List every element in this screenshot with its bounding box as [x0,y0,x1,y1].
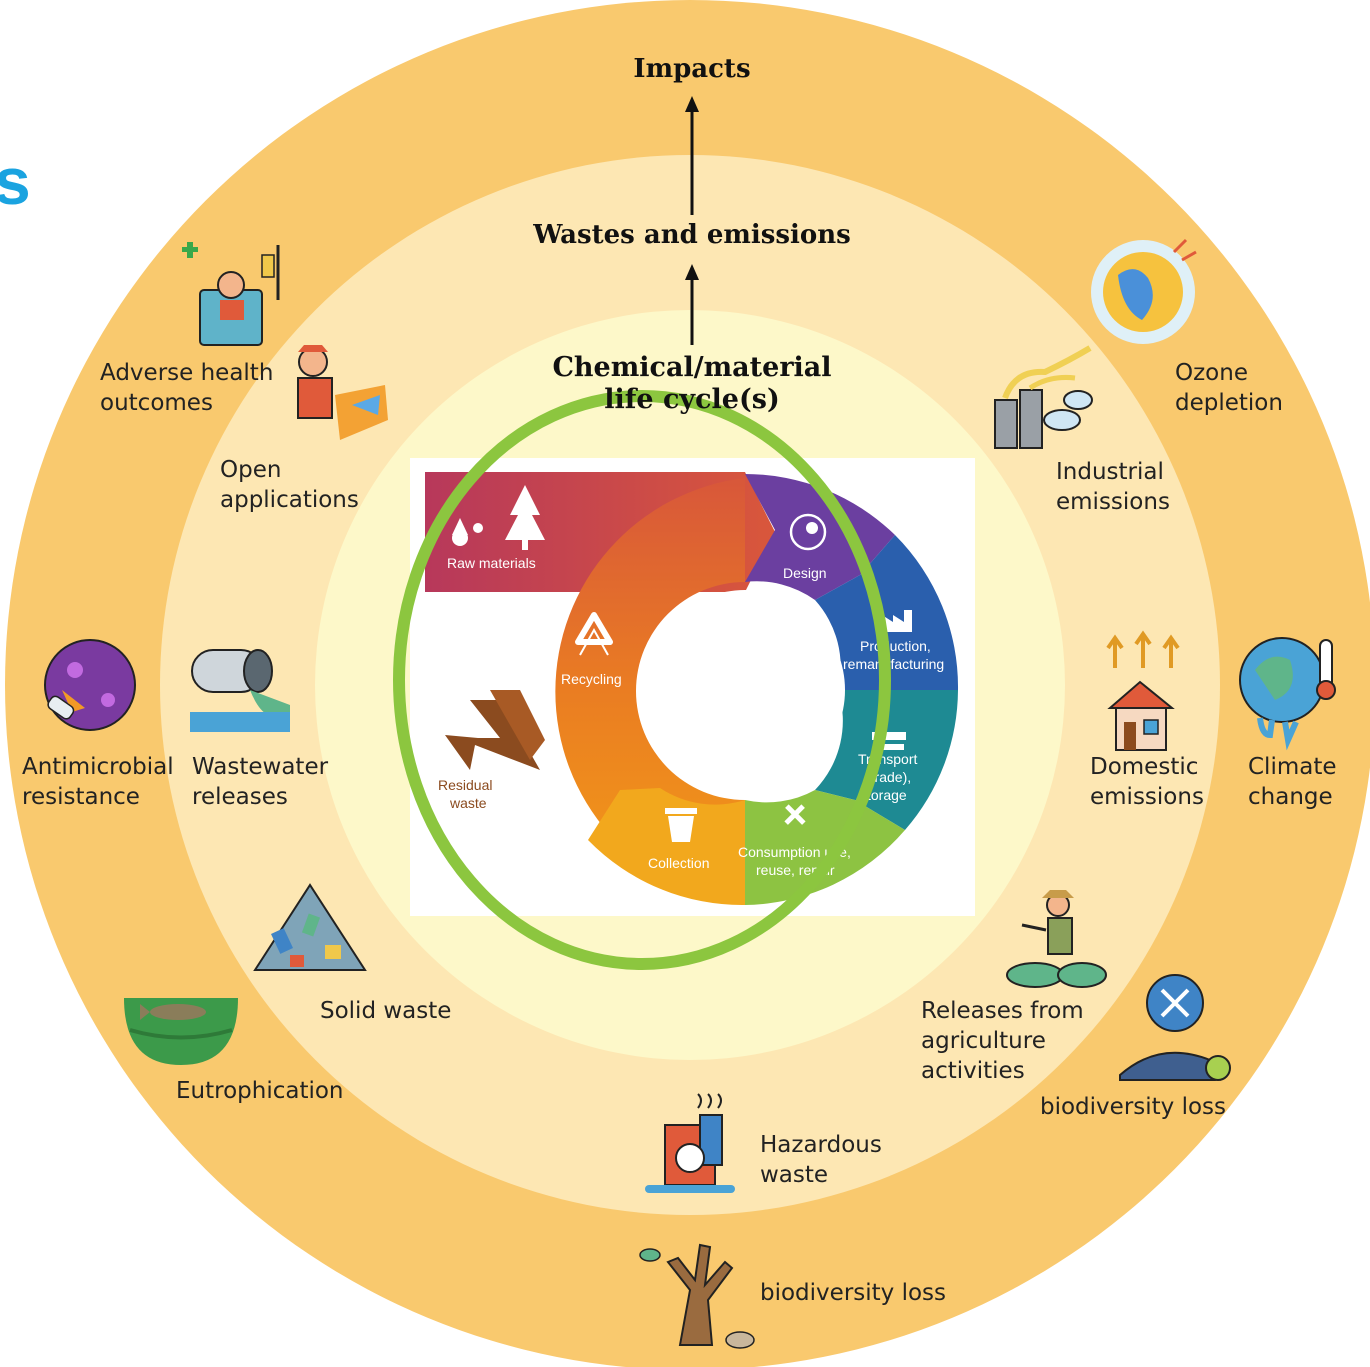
chemical-heading-line2: life cycle(s) [604,384,780,415]
wastewater-pipe-icon [190,649,290,732]
chemical-heading-line1: Chemical/material [552,352,832,383]
climate-line2: change [1248,784,1333,810]
lake-fish-icon [124,998,238,1065]
domestic-line2: emissions [1090,784,1204,810]
factory-smoke-icon [994,345,1093,449]
house-emission-icon [1106,630,1180,751]
chemical-heading: Chemical/material life cycle(s) [540,352,844,416]
open-applications-line2: applications [220,487,359,513]
residual-waste-arrow [445,700,540,770]
residual-label-2: waste [449,795,487,811]
consumption-label-1: Consumption use, [738,844,851,860]
head-gear-icon [789,513,827,551]
domestic-emissions-label: Domestic emissions [1090,752,1204,812]
recycle-icon [575,612,613,656]
adverse-health-label: Adverse health outcomes [100,358,273,418]
arrow-to-wastes-head [685,264,699,280]
open-applications-label: Open applications [220,455,359,515]
truck-icon [872,732,906,750]
health-icon [182,242,280,346]
solid-waste-label: Solid waste [320,998,452,1024]
agriculture-line2: agriculture [921,1028,1046,1054]
agriculture-line3: activities [921,1058,1025,1084]
bin-icon [665,808,697,842]
recycling-label: Recycling [561,671,622,687]
wastewater-line2: releases [192,784,288,810]
agriculture-label: Releases from agriculture activities [921,996,1084,1086]
tools-icon [784,804,806,825]
trash-pile-icon [253,883,367,971]
climate-line1: Climate [1248,754,1337,780]
consumption-segment [745,790,905,905]
wastewater-line1: Wastewater [192,754,329,780]
production-label-2: remanufacturing [843,656,944,672]
wheel-hub [645,590,845,790]
ozone-label: Ozone depletion [1175,358,1283,418]
residual-label-1: Residual [438,777,492,793]
eutrophication-label: Eutrophication [176,1078,344,1104]
dead-tree-icon [639,1243,755,1349]
climate-label: Climate change [1248,752,1337,812]
hazardous-line1: Hazardous [760,1132,882,1158]
melting-earth-icon [1239,637,1336,751]
arrow-to-impacts-head [685,96,699,112]
collection-segment [588,788,745,906]
industrial-emissions-label: Industrial emissions [1056,457,1170,517]
open-applications-line1: Open [220,457,282,483]
agriculture-line1: Releases from [921,998,1084,1024]
antimicrobial-line1: Antimicrobial [22,754,174,780]
ozone-line1: Ozone [1175,360,1248,386]
lifecycle-wheel [555,474,959,906]
hazard-barrel-icon [645,1093,735,1193]
dead-fish-icon [1119,974,1231,1081]
recycling-segment [555,478,745,905]
hazardous-line2: waste [760,1162,829,1188]
adverse-health-line1: Adverse health [100,360,274,386]
design-label: Design [783,565,827,581]
trees-icon [452,485,545,550]
hazardous-waste-label: Hazardous waste [760,1130,882,1190]
transport-label-1: Transport [858,751,918,767]
header-fragment: s [0,144,31,218]
antimicrobial-label: Antimicrobial resistance [22,752,174,812]
industrial-line2: emissions [1056,489,1170,515]
biodiversity-loss-right-label: biodiversity loss [1040,1094,1227,1120]
residual-waste-arrow-tail [490,690,545,760]
highlight-ellipse [393,390,891,970]
design-segment [745,474,895,600]
farmer-spray-icon [1006,890,1107,988]
ozone-line2: depletion [1175,390,1283,416]
factory-icon [882,610,912,632]
ozone-icon [1091,238,1197,344]
transport-segment [815,690,958,830]
firefighter-icon [297,345,388,440]
domestic-line1: Domestic [1090,754,1199,780]
wastes-heading: Wastes and emissions [533,220,851,250]
biodiversity-loss-bottom-label: biodiversity loss [760,1280,947,1306]
raw-materials-label: Raw materials [447,555,536,571]
antimicrobial-line2: resistance [22,784,140,810]
adverse-health-line2: outcomes [100,390,213,416]
bacteria-icon [44,639,136,731]
collection-label: Collection [648,855,709,871]
production-segment [815,535,959,690]
production-label-1: Production, [860,638,931,654]
wastewater-label: Wastewater releases [192,752,328,812]
industrial-line1: Industrial [1056,459,1164,485]
impacts-heading: Impacts [633,54,751,84]
